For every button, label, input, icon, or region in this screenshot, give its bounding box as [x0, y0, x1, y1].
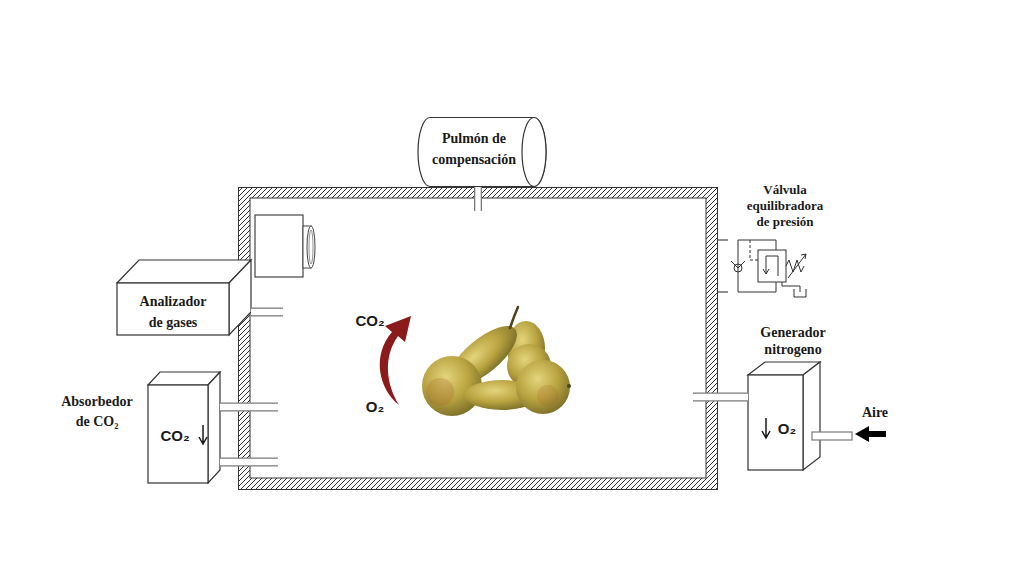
pilot-line	[750, 240, 758, 260]
valve-spring	[786, 260, 804, 272]
box-side	[208, 372, 220, 483]
pear-bulb	[516, 360, 570, 414]
gas-pipe	[251, 308, 283, 317]
connector	[251, 312, 283, 313]
pear-blush	[537, 385, 559, 407]
device-label: Analizador de gases	[133, 291, 213, 333]
relief-valve: Válvula equilibradora de presión	[728, 236, 812, 300]
connector	[718, 240, 728, 241]
pear	[507, 321, 551, 388]
gas-pipe	[693, 393, 748, 402]
fan-motor-rim	[309, 230, 313, 264]
pear-bulb	[507, 344, 551, 388]
gas-label: CO₂	[350, 312, 390, 330]
insulated-wall	[239, 188, 718, 490]
gas-label: O₂	[772, 420, 802, 438]
pear	[422, 307, 526, 416]
device-heading: Absorbedor de CO₂	[57, 392, 137, 432]
valve-line	[738, 240, 776, 250]
fan-housing	[255, 215, 303, 277]
pipe-bore	[220, 404, 278, 410]
pear-calyx	[567, 384, 571, 388]
box-front	[748, 375, 803, 470]
pipe-bore	[475, 187, 480, 211]
valve-heading: Válvula equilibradora de presión	[740, 182, 830, 230]
valve-line	[738, 240, 739, 292]
box-front	[117, 283, 229, 335]
gas-label: CO₂	[152, 427, 198, 445]
pear-stem	[510, 307, 518, 328]
pear-neck	[507, 321, 545, 375]
valve-body	[758, 250, 786, 282]
gas-analyzer: Analizador de gases	[117, 260, 251, 335]
pear-blush	[426, 378, 454, 406]
air-inlet-pipe	[812, 432, 852, 440]
pear	[464, 360, 571, 414]
valve-line	[738, 282, 776, 292]
valve-wire	[718, 240, 728, 241]
connector	[220, 462, 278, 463]
pipe-bore	[251, 309, 283, 315]
box-top	[117, 260, 251, 283]
connector	[478, 187, 479, 211]
pear-illustration	[422, 307, 571, 416]
gas-label: O₂	[355, 398, 395, 416]
pipe-bore	[220, 459, 278, 465]
air-arrow	[855, 426, 886, 442]
valve-flow-arrow	[763, 256, 769, 274]
tank-body	[418, 118, 546, 187]
chamber-interior	[250, 198, 706, 478]
box-side	[803, 362, 820, 470]
air-label: Aire	[853, 404, 897, 422]
pipe-bore	[693, 394, 748, 400]
fan-motor	[303, 226, 311, 268]
device-heading: Generador nitrogeno	[743, 324, 843, 358]
node-outline	[728, 236, 812, 300]
pear-neck	[464, 380, 540, 410]
tank-symbol	[794, 289, 806, 297]
nitrogen-generator: Generador nitrogenoO₂	[748, 362, 820, 470]
valve-flow-path	[766, 256, 778, 276]
pear-bulb	[422, 356, 482, 416]
check-valve-seat	[731, 261, 745, 268]
drain-line	[782, 282, 800, 292]
storage-chamber: CO₂ O₂	[238, 187, 718, 490]
buffer-tank: Pulmón de compensación	[418, 117, 546, 187]
co2-absorber: Absorbedor de CO₂CO₂	[148, 372, 220, 483]
pear-neck	[440, 316, 526, 396]
node-outline	[238, 187, 718, 490]
spring-adjust-arrow	[788, 254, 806, 278]
gas-pipe	[474, 187, 482, 211]
respiration-arrow	[380, 316, 411, 405]
box-side	[229, 260, 251, 335]
tank-label: Pulmón de compensación	[422, 128, 526, 170]
gas-pipe	[220, 403, 278, 412]
gas-pipe	[220, 458, 278, 467]
connector-group	[220, 187, 748, 462]
connector	[220, 407, 278, 408]
connector	[693, 397, 748, 398]
connector	[718, 292, 728, 293]
down-arrow	[199, 425, 207, 444]
fan-motor-face	[307, 226, 315, 268]
valve-wire	[718, 292, 728, 293]
tank-end	[522, 118, 546, 187]
box-front	[148, 385, 208, 483]
node-outline	[748, 362, 820, 470]
down-arrow	[762, 418, 770, 438]
fan-unit	[255, 215, 315, 277]
